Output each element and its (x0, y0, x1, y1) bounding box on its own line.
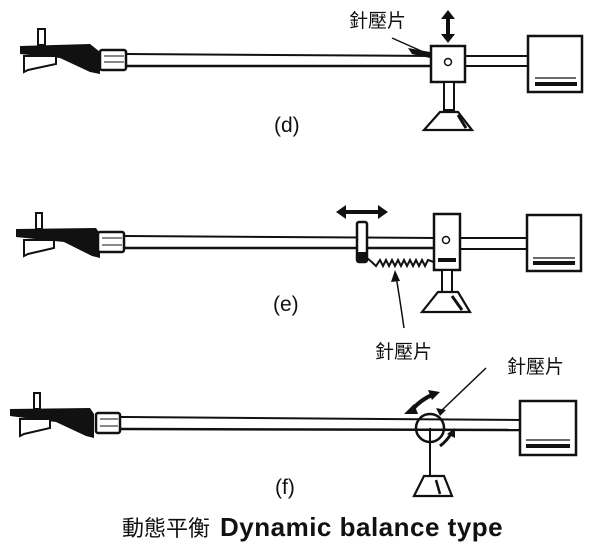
caption-english: Dynamic balance type (220, 512, 504, 542)
panel-label-f: (f) (275, 476, 295, 499)
arm-tube (119, 416, 521, 432)
horizontal-motion-arrow (336, 205, 388, 219)
panel-label-e: (e) (273, 293, 299, 316)
arm-collar (94, 411, 122, 435)
callout-pointer-e (391, 270, 405, 329)
pivot-block (421, 44, 475, 132)
arm-tube (123, 235, 528, 250)
panel-label-d: (d) (274, 114, 300, 137)
headshell (10, 392, 94, 438)
headshell (16, 212, 100, 258)
arm-collar (98, 48, 128, 72)
headshell (20, 28, 100, 74)
arm-collar (96, 230, 126, 254)
callout-pointer-d (391, 37, 430, 58)
vertical-motion-arrow (441, 10, 455, 43)
small-curved-arrow (439, 428, 455, 448)
caption-chinese: 動態平衡 (122, 517, 211, 542)
panel-f-tonearm (10, 367, 578, 498)
pivot-block (419, 212, 472, 314)
figure-caption: 動態平衡 Dynamic balance type (122, 511, 503, 543)
callout-pointer-f (436, 367, 487, 416)
pivot-ring (412, 412, 454, 498)
sliding-collar (355, 220, 369, 264)
counterweight (526, 34, 584, 94)
callout-label-e: 針壓片 (375, 341, 433, 363)
curved-motion-arrow (404, 390, 440, 414)
spring (366, 257, 435, 269)
callout-label-d: 針壓片 (349, 10, 407, 32)
counterweight (525, 213, 583, 273)
counterweight (518, 399, 578, 457)
panel-e-tonearm (16, 205, 583, 329)
arm-tube (125, 53, 528, 68)
callout-label-f: 針壓片 (507, 356, 565, 378)
panel-d-tonearm (20, 10, 584, 132)
